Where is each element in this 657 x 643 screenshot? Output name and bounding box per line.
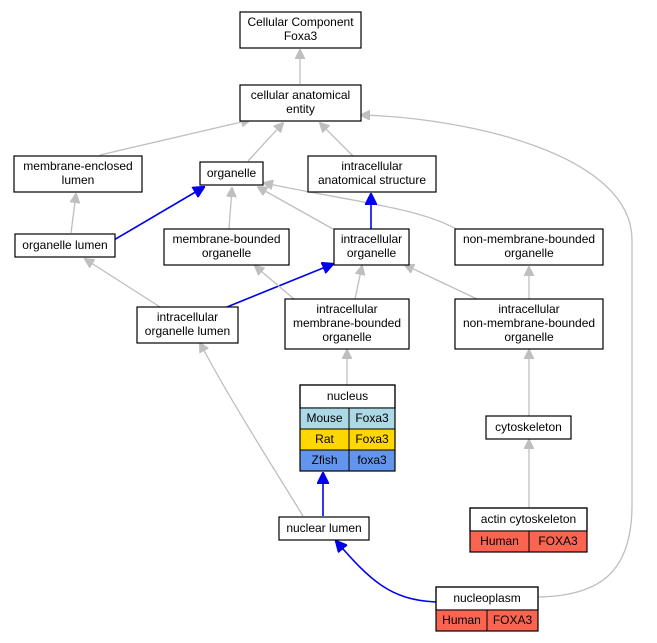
species-name: Human bbox=[480, 534, 519, 548]
node-label: membrane-enclosed bbox=[23, 159, 132, 173]
gene-symbol: FOXA3 bbox=[493, 613, 533, 627]
node-nucleus[interactable]: nucleus Mouse Foxa3 Rat Foxa3 Zfish foxa… bbox=[299, 384, 396, 472]
node-root[interactable]: Cellular Component Foxa3 bbox=[239, 11, 362, 49]
species-row-mouse: Mouse Foxa3 bbox=[299, 407, 396, 430]
edge-iol-to-orglumen bbox=[85, 259, 161, 308]
species-name: Human bbox=[442, 613, 481, 627]
node-cytoskeleton[interactable]: cytoskeleton bbox=[485, 415, 572, 440]
node-organelle-lumen[interactable]: organelle lumen bbox=[14, 233, 116, 258]
node-membrane-bounded-organelle[interactable]: membrane-bounded organelle bbox=[163, 228, 290, 266]
node-label: nucleoplasm bbox=[453, 591, 520, 605]
node-label: membrane-bounded bbox=[293, 316, 401, 330]
node-label: intracellular bbox=[498, 302, 559, 316]
node-actin-cytoskeleton[interactable]: actin cytoskeleton Human FOXA3 bbox=[469, 507, 588, 553]
species-name: Zfish bbox=[311, 453, 337, 467]
node-cellular-anatomical-entity[interactable]: cellular anatomical entity bbox=[239, 84, 362, 122]
node-label: organelle bbox=[347, 246, 397, 260]
node-label: Foxa3 bbox=[284, 29, 318, 43]
node-label: intracellular bbox=[341, 159, 402, 173]
gene-symbol: Foxa3 bbox=[355, 411, 389, 425]
node-label: cytoskeleton bbox=[495, 420, 562, 434]
node-label: lumen bbox=[62, 173, 95, 187]
node-label: organelle lumen bbox=[145, 324, 230, 338]
node-label: actin cytoskeleton bbox=[481, 512, 576, 526]
node-label: Cellular Component bbox=[247, 15, 354, 29]
node-label: membrane-bounded bbox=[172, 232, 280, 246]
node-label: intracellular bbox=[316, 302, 377, 316]
node-label: nuclear lumen bbox=[286, 521, 361, 535]
node-label: organelle bbox=[504, 246, 554, 260]
node-label: organelle bbox=[322, 330, 372, 344]
edge-ias-to-cae bbox=[320, 123, 354, 157]
species-row-zfish: Zfish foxa3 bbox=[299, 449, 396, 472]
edge-io-to-organelle bbox=[258, 187, 334, 230]
edge-nucleoplasm-to-cae bbox=[361, 115, 633, 598]
node-organelle[interactable]: organelle bbox=[199, 161, 264, 186]
node-label: cellular anatomical bbox=[251, 88, 350, 102]
node-intracellular-anatomical-structure[interactable]: intracellular anatomical structure bbox=[307, 155, 437, 193]
node-label: organelle lumen bbox=[22, 238, 107, 252]
edge-inmbo-to-io bbox=[405, 265, 478, 300]
edge-nuclumen-to-iol bbox=[200, 343, 304, 517]
edge-imbo-to-io bbox=[354, 266, 362, 300]
node-nucleoplasm[interactable]: nucleoplasm Human FOXA3 bbox=[435, 586, 539, 632]
node-label: non-membrane-bounded bbox=[463, 232, 595, 246]
edges bbox=[71, 50, 633, 603]
node-label: intracellular bbox=[341, 232, 402, 246]
gene-symbol: FOXA3 bbox=[538, 534, 578, 548]
node-label: organelle bbox=[207, 166, 257, 180]
species-name: Rat bbox=[315, 432, 334, 446]
gene-symbol: foxa3 bbox=[357, 453, 387, 467]
node-non-membrane-bounded-organelle[interactable]: non-membrane-bounded organelle bbox=[454, 228, 604, 266]
node-intracellular-membrane-bounded-organelle[interactable]: intracellular membrane-bounded organelle bbox=[284, 298, 410, 350]
nodes: Cellular Component Foxa3 cellular anatom… bbox=[13, 11, 604, 632]
edge-organelle-to-cae bbox=[247, 123, 283, 162]
edge-orglumen-to-mel bbox=[71, 194, 76, 234]
edge-imbo-to-mbo bbox=[255, 266, 295, 300]
node-intracellular-organelle[interactable]: intracellular organelle bbox=[333, 228, 410, 266]
node-label: anatomical structure bbox=[318, 173, 426, 187]
edge-mbo-to-organelle bbox=[229, 188, 232, 230]
node-intracellular-non-membrane-bounded-organelle[interactable]: intracellular non-membrane-bounded organ… bbox=[454, 298, 604, 350]
node-label: organelle bbox=[202, 246, 252, 260]
node-label: intracellular bbox=[157, 310, 218, 324]
edge-nmbo-to-organelle bbox=[264, 183, 459, 231]
species-name: Mouse bbox=[306, 411, 342, 425]
node-membrane-enclosed-lumen[interactable]: membrane-enclosed lumen bbox=[13, 155, 143, 193]
node-label: organelle bbox=[504, 330, 554, 344]
node-label: entity bbox=[286, 102, 315, 116]
node-nuclear-lumen[interactable]: nuclear lumen bbox=[278, 516, 370, 541]
species-row-rat: Rat Foxa3 bbox=[299, 428, 396, 451]
node-label: nucleus bbox=[327, 389, 368, 403]
node-label: non-membrane-bounded bbox=[463, 316, 595, 330]
species-row-human: Human FOXA3 bbox=[469, 530, 588, 553]
edge-nucleoplasm-to-nuclumen bbox=[336, 541, 437, 603]
gene-symbol: Foxa3 bbox=[355, 432, 389, 446]
edge-mel-to-cae bbox=[99, 120, 250, 156]
species-row-human: Human FOXA3 bbox=[435, 609, 539, 632]
node-intracellular-organelle-lumen[interactable]: intracellular organelle lumen bbox=[136, 306, 239, 344]
edge-iol-to-io bbox=[226, 264, 333, 308]
